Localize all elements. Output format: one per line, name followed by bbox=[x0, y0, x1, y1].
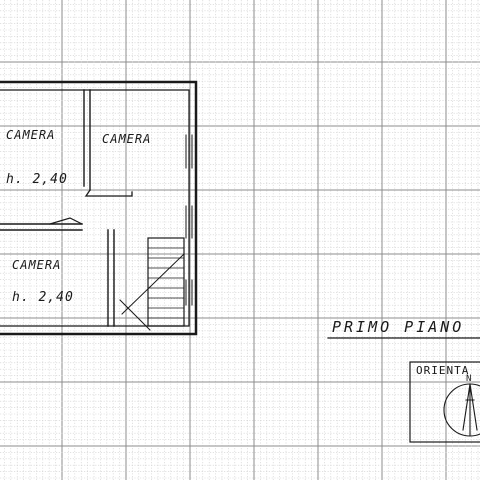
door-swing bbox=[49, 217, 83, 225]
room-height-1: h. 2,40 bbox=[6, 172, 68, 187]
floor-title: PRIMO PIANO bbox=[332, 318, 465, 336]
outer-wall bbox=[0, 80, 198, 336]
orientation-box bbox=[409, 361, 480, 443]
room-label-camera-3: CAMERA bbox=[12, 258, 62, 272]
window bbox=[185, 134, 193, 169]
orientation-label: ORIENTA bbox=[416, 364, 470, 377]
compass-circle bbox=[443, 383, 480, 437]
north-label: N bbox=[466, 374, 473, 384]
room-label-camera-2: CAMERA bbox=[102, 132, 152, 146]
stair-arrow bbox=[119, 253, 185, 331]
north-arrow bbox=[462, 383, 478, 437]
stair-treads bbox=[147, 247, 185, 319]
interior-wall bbox=[83, 89, 91, 191]
window bbox=[185, 205, 193, 239]
interior-wall bbox=[107, 229, 115, 327]
outer-wall-inner bbox=[0, 89, 190, 327]
door-swing bbox=[84, 189, 133, 197]
window bbox=[185, 279, 193, 306]
interior-wall bbox=[0, 223, 83, 231]
room-height-3: h. 2,40 bbox=[12, 290, 74, 305]
staircase bbox=[147, 237, 185, 327]
room-label-camera-1: CAMERA bbox=[6, 128, 56, 142]
